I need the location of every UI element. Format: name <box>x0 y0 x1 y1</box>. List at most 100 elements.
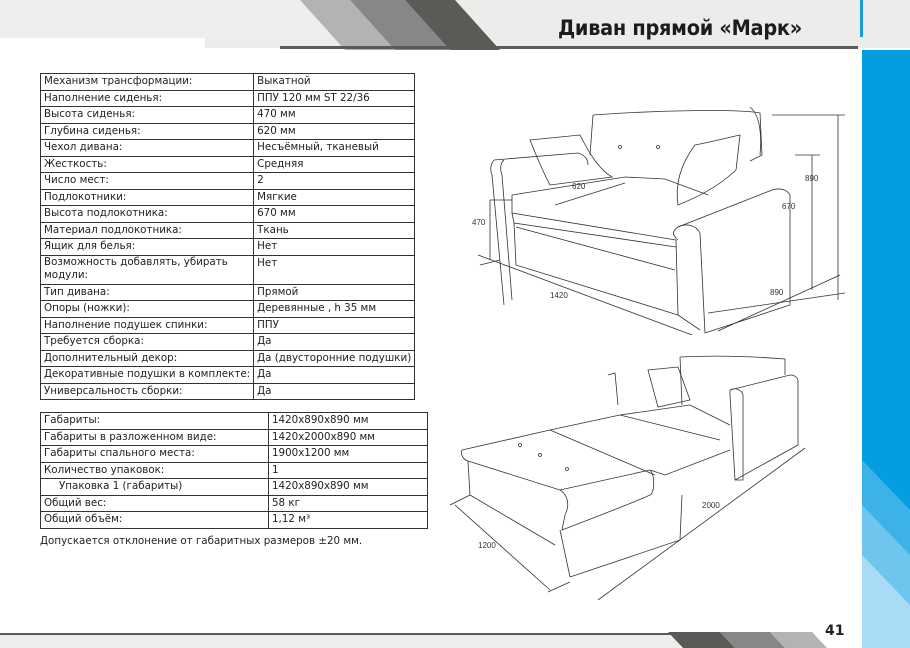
spec-value: Выкатной <box>253 73 416 91</box>
table-row: Жесткость:Средняя <box>39 155 416 173</box>
table-row: Наполнение сиденья:ППУ 120 мм ST 22/36 <box>39 89 416 107</box>
spec-value: 670 мм <box>253 205 416 223</box>
table-row: Высота сиденья:470 мм <box>39 106 416 124</box>
spec-value: Деревянные , h 35 мм <box>253 300 416 318</box>
spec-table: Механизм трансформации:Выкатной Наполнен… <box>39 73 416 400</box>
dim-label: Габариты в разложенном виде: <box>40 428 269 446</box>
spec-value: Мягкие <box>253 188 416 206</box>
table-row: Габариты:1420x890x890 мм <box>40 412 428 430</box>
dim-label: Габариты спального места: <box>40 445 269 463</box>
spec-label: Число мест: <box>39 172 255 190</box>
table-row: Глубина сиденья:620 мм <box>39 122 416 140</box>
sofa-unfolded-drawing: 1200 2000 <box>450 355 806 600</box>
table-row: Тип дивана:Прямой <box>39 283 416 301</box>
spec-value: Прямой <box>253 283 416 301</box>
table-row: Материал подлокотника:Ткань <box>39 221 416 239</box>
table-row: Подлокотники:Мягкие <box>39 188 416 206</box>
dim-label: Общий объём: <box>40 511 269 529</box>
dim-label-890-depth: 890 <box>770 288 784 297</box>
table-row: Общий вес:58 кг <box>40 494 428 512</box>
spec-label: Декоративные подушки в комплекте: <box>39 366 255 384</box>
table-row: Габариты спального места:1900x1200 мм <box>40 445 428 463</box>
header-stripes <box>300 0 500 50</box>
spec-value: Ткань <box>253 221 416 239</box>
header-rule <box>280 46 858 49</box>
spec-value: Да <box>253 382 416 400</box>
dim-label-1420: 1420 <box>550 291 568 300</box>
dim-label: Общий вес: <box>40 494 269 512</box>
blue-side-strip <box>862 50 910 648</box>
table-row: Число мест:2 <box>39 172 416 190</box>
spec-label: Требуется сборка: <box>39 333 255 351</box>
table-row: Механизм трансформации:Выкатной <box>39 73 416 91</box>
spec-value: Да <box>253 333 416 351</box>
page-title: Диван прямой «Марк» <box>558 16 802 40</box>
spec-value: Да (двусторонние подушки) <box>253 349 416 367</box>
footer-stripes <box>0 632 827 648</box>
table-row: Дополнительный декор:Да (двусторонние по… <box>39 349 416 367</box>
spec-label: Универсальность сборки: <box>39 382 255 400</box>
table-row: Опоры (ножки):Деревянные , h 35 мм <box>39 300 416 318</box>
table-row: Чехол дивана:Несъёмный, тканевый <box>39 139 416 157</box>
tolerance-footnote: Допускается отклонение от габаритных раз… <box>40 535 363 547</box>
spec-value: Нет <box>253 254 416 285</box>
dimensions-table: Габариты:1420x890x890 мм Габариты в разл… <box>40 412 428 529</box>
dim-value: 1 <box>268 461 428 479</box>
spec-label: Подлокотники: <box>39 188 255 206</box>
dim-label: Упаковка 1 (габариты) <box>40 478 269 496</box>
spec-label: Чехол дивана: <box>39 139 255 157</box>
spec-label: Наполнение сиденья: <box>39 89 255 107</box>
dim-value: 1,12 м³ <box>268 511 428 529</box>
dim-label-2000: 2000 <box>702 501 720 510</box>
dim-value: 1420x890x890 мм <box>268 478 428 496</box>
sofa-folded-drawing: 620 470 670 890 1420 890 <box>472 106 846 335</box>
header-white-under <box>0 38 205 49</box>
dim-label-1200: 1200 <box>478 541 496 550</box>
dim-value: 58 кг <box>268 494 428 512</box>
table-row: Количество упаковок:1 <box>40 461 428 479</box>
table-row: Декоративные подушки в комплекте:Да <box>39 366 416 384</box>
table-row: Габариты в разложенном виде:1420x2000x89… <box>40 428 428 446</box>
dim-label-890-height: 890 <box>805 174 819 183</box>
spec-label: Наполнение подушек спинки: <box>39 316 255 334</box>
spec-label: Высота сиденья: <box>39 106 255 124</box>
spec-label: Материал подлокотника: <box>39 221 255 239</box>
dim-label: Количество упаковок: <box>40 461 269 479</box>
spec-label: Механизм трансформации: <box>39 73 255 91</box>
dim-label: Габариты: <box>40 412 269 430</box>
table-row: Возможность добавлять, убирать модули:Не… <box>39 254 416 285</box>
spec-value: 470 мм <box>253 106 416 124</box>
spec-label: Возможность добавлять, убирать модули: <box>39 254 255 285</box>
dim-label-470: 470 <box>472 218 486 227</box>
header-band-left <box>0 0 330 38</box>
spec-label: Ящик для белья: <box>39 238 255 256</box>
spec-value: Средняя <box>253 155 416 173</box>
table-row: Наполнение подушек спинки:ППУ <box>39 316 416 334</box>
blue-strip-diagonals <box>862 460 910 648</box>
spec-label: Высота подлокотника: <box>39 205 255 223</box>
header-accent-tick <box>860 0 863 37</box>
spec-value: 2 <box>253 172 416 190</box>
dim-value: 1420x890x890 мм <box>268 412 428 430</box>
spec-value: 620 мм <box>253 122 416 140</box>
table-row: Требуется сборка:Да <box>39 333 416 351</box>
table-row: Высота подлокотника:670 мм <box>39 205 416 223</box>
dim-value: 1420x2000x890 мм <box>268 428 428 446</box>
page-number: 41 <box>825 623 845 639</box>
table-row: Упаковка 1 (габариты)1420x890x890 мм <box>40 478 428 496</box>
spec-label: Жесткость: <box>39 155 255 173</box>
dim-label-620: 620 <box>572 182 586 191</box>
spec-value: Нет <box>253 238 416 256</box>
dim-label-670: 670 <box>782 202 796 211</box>
spec-label: Дополнительный декор: <box>39 349 255 367</box>
spec-value: Несъёмный, тканевый <box>253 139 416 157</box>
spec-value: ППУ 120 мм ST 22/36 <box>253 89 416 107</box>
spec-label: Тип дивана: <box>39 283 255 301</box>
table-row: Универсальность сборки:Да <box>39 382 416 400</box>
table-row: Ящик для белья:Нет <box>39 238 416 256</box>
spec-value: ППУ <box>253 316 416 334</box>
spec-label: Глубина сиденья: <box>39 122 255 140</box>
spec-value: Да <box>253 366 416 384</box>
table-row: Общий объём:1,12 м³ <box>40 511 428 529</box>
dim-value: 1900x1200 мм <box>268 445 428 463</box>
